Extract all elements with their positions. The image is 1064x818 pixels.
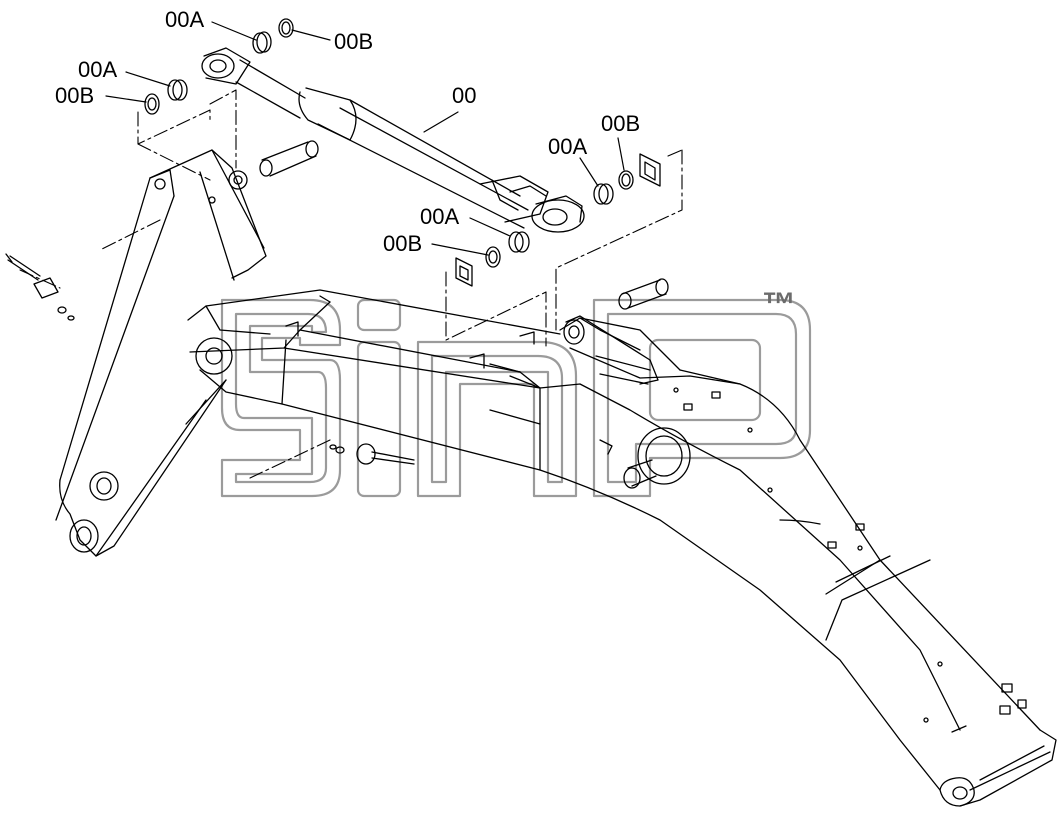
bushings-and-seals bbox=[144, 18, 661, 287]
seal-00b-middle bbox=[485, 246, 501, 268]
callout-label: 00B bbox=[601, 111, 641, 136]
callout-label: 00A bbox=[548, 134, 588, 159]
cylinder-bottom-eye bbox=[531, 199, 585, 233]
boom-cylinder bbox=[201, 47, 585, 233]
seal-00b-left bbox=[144, 93, 160, 115]
callout-label: 00A bbox=[165, 7, 205, 32]
bushing-00a-right bbox=[598, 183, 614, 205]
bushing-00a-left bbox=[172, 79, 188, 101]
callout-label: 00B bbox=[383, 231, 423, 256]
seal-00b-right bbox=[618, 170, 634, 190]
cylinder-rod-eye bbox=[201, 53, 235, 79]
bushing-00a-middle bbox=[514, 231, 530, 253]
boom-structure bbox=[55, 149, 1057, 807]
leader-lines bbox=[105, 21, 625, 256]
plate-middle bbox=[455, 257, 473, 287]
seal-00b-top bbox=[278, 18, 294, 38]
callout-label: 00B bbox=[334, 29, 374, 54]
watermark-logo bbox=[220, 298, 812, 498]
callout-label: 00B bbox=[55, 83, 95, 108]
watermark-trademark: ™ bbox=[762, 286, 796, 324]
callout-label: 00 bbox=[452, 83, 477, 108]
plate-right bbox=[639, 153, 661, 187]
pins-and-fasteners bbox=[5, 140, 669, 465]
callout-label: 00A bbox=[78, 57, 118, 82]
callout-label: 00A bbox=[420, 204, 460, 229]
